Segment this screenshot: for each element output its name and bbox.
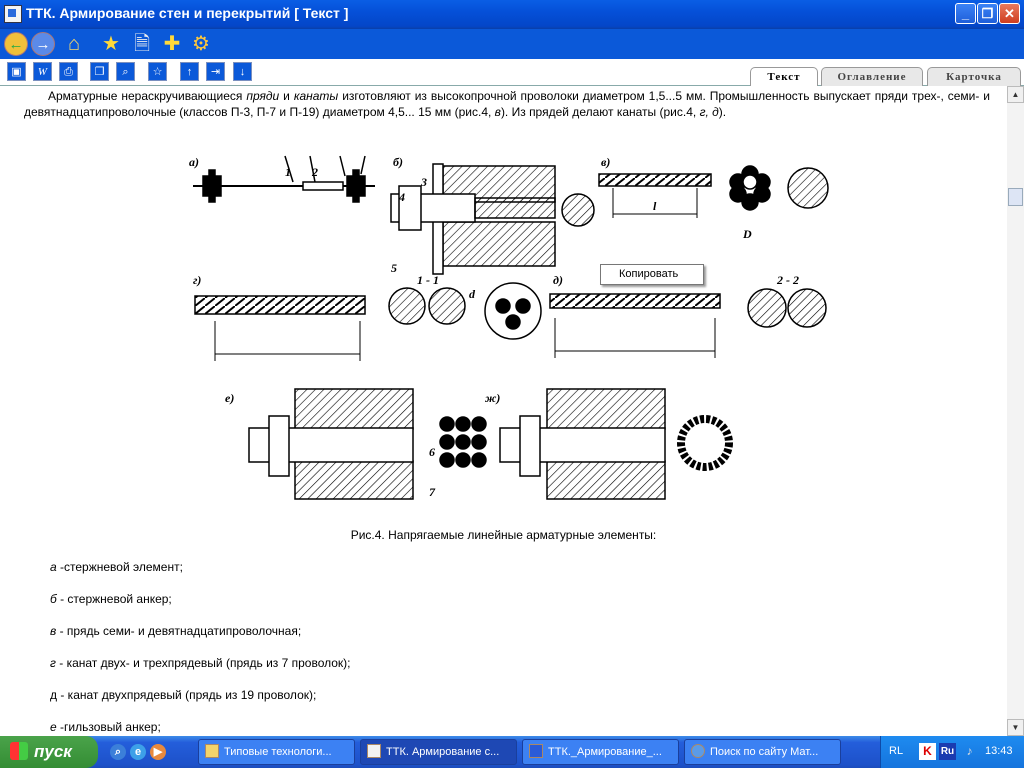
title-bar: ТТК. Армирование стен и перекрытий [ Тек…	[0, 0, 1024, 29]
fig-label-e: е)	[225, 391, 234, 405]
taskbar-item[interactable]: Типовые технологи...	[198, 739, 355, 765]
document-content: Арматурные нераскручивающиеся пряди и ка…	[0, 86, 1007, 736]
save-icon[interactable]: ▣	[7, 62, 26, 81]
document-icon[interactable]: 🗎	[133, 33, 151, 55]
word-icon[interactable]: W	[33, 62, 52, 81]
gear-icon[interactable]: ⚙	[192, 33, 210, 55]
legend-item: г - канат двух- и трехпрядевый (прядь из…	[50, 656, 351, 670]
legend-item: а -стержневой элемент;	[50, 560, 183, 574]
fig-label-2: 2	[311, 165, 318, 179]
fig-label-zh: ж)	[485, 391, 500, 405]
back-icon[interactable]: ←	[4, 32, 28, 56]
start-button[interactable]: пуск	[0, 736, 98, 768]
folder-icon	[205, 744, 219, 758]
download-icon[interactable]: ↓	[233, 62, 252, 81]
taskbar-item[interactable]: Поиск по сайту Мат...	[684, 739, 841, 765]
context-menu-copy[interactable]: Копировать	[600, 264, 704, 285]
main-toolbar: ← → ⌂ ★ 🗎 ✚ ⚙ ⌕ ?	[0, 29, 1024, 84]
language-indicator[interactable]: RL	[889, 745, 904, 757]
up-icon[interactable]: ↑	[180, 62, 199, 81]
fig-label-3: 3	[420, 175, 427, 189]
fig-label-l: l	[653, 199, 657, 213]
fig-label-6: 6	[429, 445, 435, 459]
windows-logo-icon	[10, 742, 28, 760]
quicklaunch-media-icon[interactable]: ▶	[150, 744, 166, 760]
legend-item: б - стержневой анкер;	[50, 592, 172, 606]
figure-caption: Рис.4. Напрягаемые линейные арматурные э…	[350, 528, 657, 542]
system-tray: RL K Ru ♪ 13:43	[880, 736, 1024, 768]
fig-label-b: б)	[393, 155, 403, 169]
tab-card[interactable]: Карточка	[927, 67, 1021, 87]
fig-label-section-1: 1 - 1	[417, 273, 439, 287]
forward-icon[interactable]: →	[31, 32, 55, 56]
taskbar: пуск ⌕ e ▶ Типовые технологи... ТТК. Арм…	[0, 736, 1024, 768]
copy-icon[interactable]: ❐	[90, 62, 109, 81]
intro-paragraph: Арматурные нераскручивающиеся пряди и ка…	[24, 89, 991, 119]
minimize-button[interactable]: _	[955, 3, 976, 24]
fig-label-a: а)	[189, 155, 199, 169]
add-document-icon[interactable]: ✚	[163, 33, 181, 55]
antivirus-icon[interactable]: K	[919, 743, 936, 760]
reinforcement-figure: а) б) в) г) 1 - 1 д) 2 - 2 е) ж) 1 2 3 4…	[189, 155, 829, 500]
fig-label-7: 7	[429, 485, 436, 499]
preview-icon[interactable]: ⌕	[116, 62, 135, 81]
fig-label-section-2: 2 - 2	[776, 273, 799, 287]
app-icon	[367, 744, 381, 758]
taskbar-item[interactable]: ТТК. Армирование с...	[360, 739, 517, 765]
fig-label-5: 5	[391, 261, 397, 275]
fig-label-D: D	[742, 227, 752, 241]
fig-label-4: 4	[398, 190, 405, 204]
browser-icon	[691, 744, 705, 758]
close-button[interactable]: ✕	[999, 3, 1020, 24]
print-icon[interactable]: ⎙	[59, 62, 78, 81]
vertical-scrollbar[interactable]: ▲ ▼	[1007, 86, 1024, 736]
taskbar-item[interactable]: ТТК._Армирование_...	[522, 739, 679, 765]
export-icon[interactable]: ⇥	[206, 62, 225, 81]
legend-item: д - канат двухпрядевый (прядь из 19 пров…	[50, 688, 317, 702]
fig-label-1: 1	[285, 165, 291, 179]
scroll-down-icon[interactable]: ▼	[1007, 719, 1024, 736]
scroll-up-icon[interactable]: ▲	[1007, 86, 1024, 103]
home-icon[interactable]: ⌂	[67, 33, 81, 55]
tab-contents[interactable]: Оглавление	[821, 67, 923, 87]
legend-item: в - прядь семи- и девятнадцатипроволочна…	[50, 624, 302, 638]
fig-label-d: д)	[553, 273, 563, 287]
clock: 13:43	[985, 745, 1013, 757]
scroll-thumb[interactable]	[1008, 188, 1023, 206]
fig-label-d-small: d	[469, 287, 476, 301]
fig-label-v: в)	[601, 155, 610, 169]
word-doc-icon	[529, 744, 543, 758]
legend-item: е -гильзовый анкер;	[50, 720, 161, 734]
fig-label-g: г)	[193, 273, 201, 287]
maximize-button[interactable]: ❐	[977, 3, 998, 24]
quicklaunch-ie-icon[interactable]: e	[130, 744, 146, 760]
star-icon[interactable]: ★	[102, 33, 120, 55]
bookmark-icon[interactable]: ☆	[148, 62, 167, 81]
quicklaunch-search-icon[interactable]: ⌕	[110, 744, 126, 760]
app-icon	[4, 5, 22, 23]
volume-icon[interactable]: ♪	[966, 744, 973, 758]
window-title: ТТК. Армирование стен и перекрытий [ Тек…	[26, 5, 349, 21]
tab-text[interactable]: Текст	[750, 67, 818, 88]
keyboard-layout-icon[interactable]: Ru	[939, 743, 956, 760]
